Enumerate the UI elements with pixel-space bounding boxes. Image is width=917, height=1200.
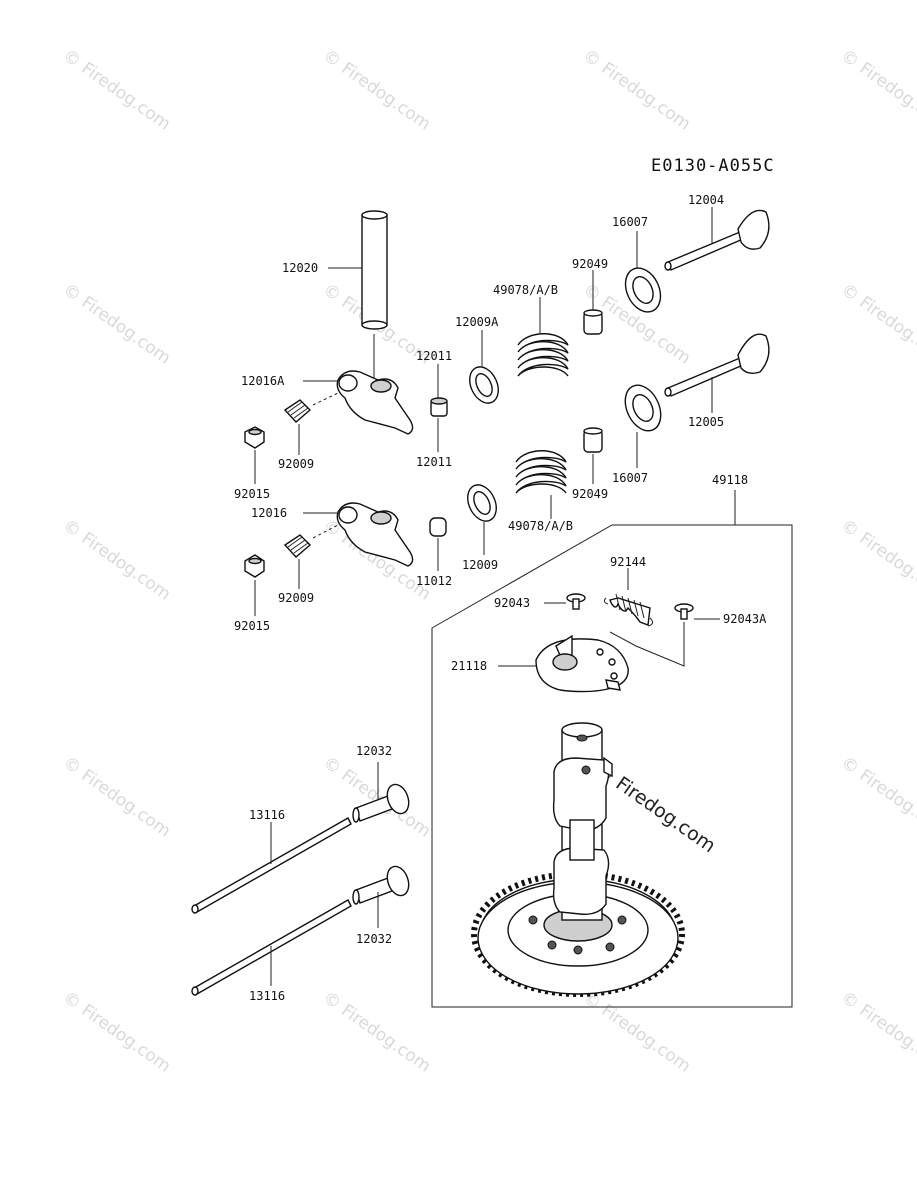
collet-92049-bot [583, 427, 603, 453]
watermark: © Firedog.com [579, 988, 694, 1077]
label-16007-bot: 16007 [612, 471, 648, 485]
label-12009: 12009 [462, 558, 498, 572]
label-12011-top: 12011 [416, 349, 452, 363]
screw-92009-bot [283, 534, 312, 558]
label-12016A: 12016A [241, 374, 285, 388]
label-92015-top: 92015 [234, 487, 270, 501]
label-92043A: 92043A [723, 612, 767, 626]
retainer-16007-top [624, 267, 662, 313]
label-49078-bot: 49078/A/B [508, 519, 573, 533]
push-rod-13116-bot [191, 899, 352, 996]
camshaft-gear [471, 722, 685, 997]
pin-92043A [674, 603, 694, 620]
tappet-12032-bot [352, 865, 410, 905]
label-13116-top: 13116 [249, 808, 285, 822]
retainer-16007-bot [624, 384, 662, 432]
watermark: © Firedog.com [319, 988, 434, 1077]
cap-11012 [429, 517, 447, 537]
push-rod-12020 [361, 210, 388, 330]
watermark: © Firedog.com [59, 280, 174, 369]
watermark: © Firedog.com [837, 988, 917, 1077]
valve-12004 [664, 209, 770, 271]
label-92049-top: 92049 [572, 257, 608, 271]
label-13116-bot: 13116 [249, 989, 285, 1003]
watermark: © Firedog.com [319, 46, 434, 135]
label-12016: 12016 [251, 506, 287, 520]
rocker-arm-12016 [336, 502, 414, 567]
label-12005: 12005 [688, 415, 724, 429]
label-12009A: 12009A [455, 315, 499, 329]
label-12032-top: 12032 [356, 744, 392, 758]
label-12032-bot: 12032 [356, 932, 392, 946]
label-49118: 49118 [712, 473, 748, 487]
pivot-12011 [430, 397, 448, 417]
watermark: © Firedog.com [59, 516, 174, 605]
label-16007-top: 16007 [612, 215, 648, 229]
weight-plate-21118 [535, 634, 629, 693]
label-92049-bot: 92049 [572, 487, 608, 501]
nut-92015-bot [244, 554, 265, 578]
spring-49078-top [517, 333, 569, 377]
label-92015-bot: 92015 [234, 619, 270, 633]
collet-92049-top [583, 309, 603, 335]
watermark: © Firedog.com [837, 516, 917, 605]
watermark: © Firedog.com [579, 46, 694, 135]
label-92009-bot: 92009 [278, 591, 314, 605]
valve-12005 [664, 333, 770, 397]
label-11012: 11012 [416, 574, 452, 588]
label-21118: 21118 [451, 659, 487, 673]
screw-92009-top [283, 399, 312, 423]
push-rod-13116-top [191, 817, 352, 914]
watermark: © Firedog.com [59, 753, 174, 842]
label-92009-top: 92009 [278, 457, 314, 471]
label-12004: 12004 [688, 193, 724, 207]
label-92043: 92043 [494, 596, 530, 610]
watermark: © Firedog.com [837, 280, 917, 369]
assembly-box-49118 [431, 524, 793, 1008]
label-12011-bot: 12011 [416, 455, 452, 469]
watermark: © Firedog.com [59, 988, 174, 1077]
rocker-arm-12016A [336, 370, 414, 435]
watermark: © Firedog.com [837, 46, 917, 135]
nut-92015-top [244, 426, 265, 449]
washer-12009A [469, 366, 499, 404]
watermark: © Firedog.com [59, 46, 174, 135]
tappet-12032-top [352, 783, 410, 823]
label-49078-top: 49078/A/B [493, 283, 558, 297]
pin-92043 [566, 593, 586, 610]
label-92144: 92144 [610, 555, 646, 569]
washer-12009 [467, 484, 497, 522]
spring-92144 [603, 593, 654, 627]
watermark: © Firedog.com [837, 753, 917, 842]
label-12020: 12020 [282, 261, 318, 275]
spring-49078-bot [515, 450, 567, 494]
diagram-code: E0130-A055C [651, 156, 775, 176]
